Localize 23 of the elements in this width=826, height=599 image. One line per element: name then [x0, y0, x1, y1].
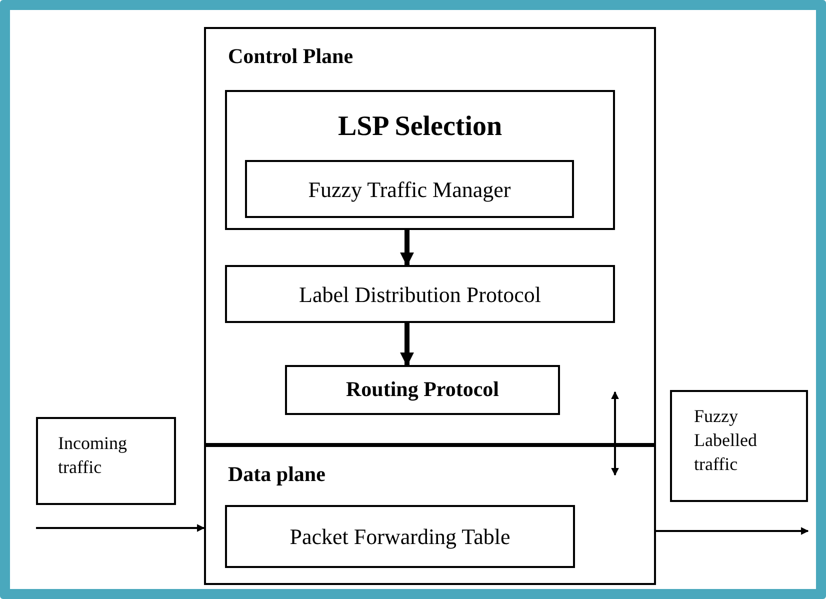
output-box: [670, 390, 808, 502]
heading: Data plane: [228, 461, 326, 488]
arrow: [400, 230, 414, 266]
box-label: Routing Protocol: [346, 376, 500, 404]
box-label: Packet Forwarding Table: [290, 523, 510, 551]
box-label: Label Distribution Protocol: [299, 280, 541, 308]
arrow: [36, 524, 205, 532]
input-box: [36, 417, 176, 505]
process-box: [285, 365, 560, 415]
arrow: [611, 391, 619, 476]
plane-box: [204, 445, 656, 585]
plane-box: [204, 27, 656, 445]
process-box: [245, 160, 574, 218]
table-box: [225, 505, 575, 568]
arrow: [656, 527, 809, 535]
process-box: [225, 265, 615, 323]
box-label: Incoming traffic: [58, 432, 128, 479]
arrow: [400, 323, 414, 366]
box-label: Fuzzy Labelled traffic: [694, 405, 758, 476]
box-label: Fuzzy Traffic Manager: [308, 176, 511, 204]
selection-box: [225, 90, 615, 230]
heading: LSP Selection: [336, 110, 504, 144]
heading: Control Plane: [228, 43, 354, 70]
